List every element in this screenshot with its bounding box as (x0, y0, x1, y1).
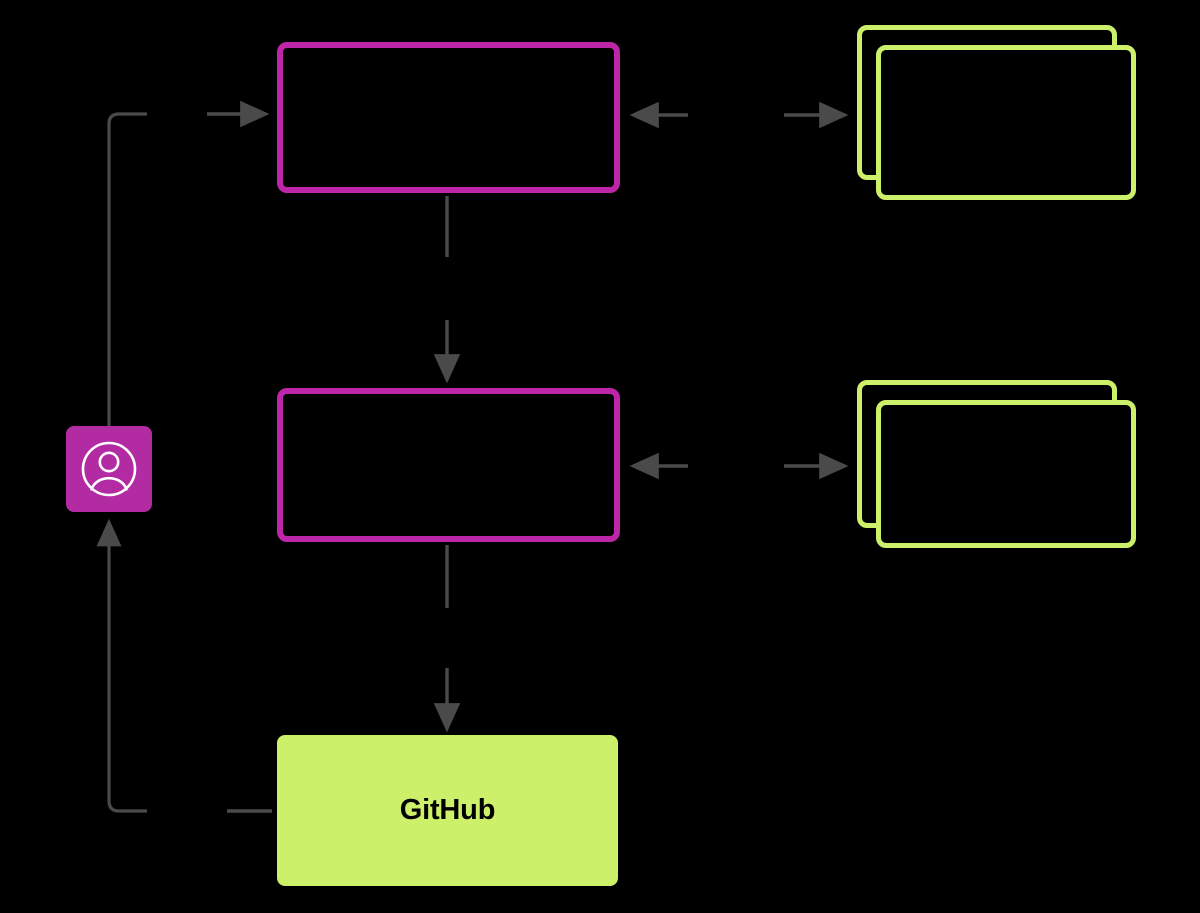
user-avatar-icon (79, 439, 139, 499)
github-node[interactable]: GitHub (277, 735, 618, 886)
github-node-label: GitHub (399, 794, 496, 826)
edge-user-to-box-top (107, 100, 270, 426)
resource-stack-top[interactable] (857, 25, 1136, 200)
process-box-middle[interactable] (277, 388, 620, 542)
resource-stack-middle-front-card[interactable] (876, 400, 1136, 548)
edge-github-to-user (96, 518, 272, 813)
process-box-top[interactable] (277, 42, 620, 193)
resource-stack-top-front-card[interactable] (876, 45, 1136, 200)
user-avatar[interactable] (66, 426, 152, 512)
resource-stack-middle[interactable] (857, 380, 1136, 548)
